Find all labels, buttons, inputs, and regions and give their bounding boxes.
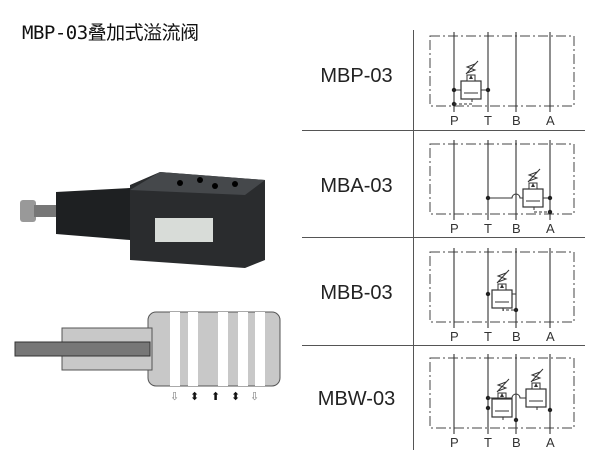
valve-photo — [20, 172, 265, 268]
subplate-outline — [429, 251, 575, 323]
port-label: A — [546, 329, 555, 344]
junction-dot — [485, 291, 491, 297]
junction-dot — [513, 307, 519, 313]
junction-dot — [547, 195, 553, 201]
table-divider — [302, 345, 585, 346]
port-label: T — [484, 329, 492, 344]
port-label: B — [512, 113, 521, 128]
junction-dot — [547, 407, 553, 413]
passage — [170, 312, 180, 386]
port-label: A — [546, 435, 555, 450]
relief-valve-symbol — [491, 378, 513, 422]
model-label-mbp: MBP-03 — [320, 65, 393, 87]
flow-arrows: ⇩ ⬍ ⬆ ⬍ ⇩ — [170, 391, 259, 403]
junction-dot — [485, 87, 491, 93]
junction-dot — [451, 87, 457, 93]
junction-dot — [485, 405, 491, 411]
port-label: T — [484, 113, 492, 128]
model-label-mbw: MBW-03 — [317, 388, 396, 410]
relief-valve-symbol — [522, 168, 544, 212]
table-divider — [302, 237, 585, 238]
svg-text:⇩: ⇩ — [250, 391, 259, 403]
port-label: P — [450, 329, 459, 344]
port-hole — [212, 183, 218, 189]
port-hole — [197, 177, 203, 183]
nameplate — [155, 218, 213, 242]
passage — [188, 312, 198, 386]
port-label: A — [546, 113, 555, 128]
table-divider-vertical — [413, 30, 414, 450]
port-hole — [177, 180, 183, 186]
subplate-outline — [429, 357, 575, 429]
svg-text:⬍: ⬍ — [231, 391, 240, 403]
port-label: B — [512, 221, 521, 236]
model-label-mba: MBA-03 — [320, 175, 393, 197]
svg-text:⬆: ⬆ — [211, 391, 220, 403]
adjust-knob — [20, 200, 36, 222]
port-label: P — [450, 221, 459, 236]
block-top — [130, 172, 265, 195]
passage — [218, 312, 228, 386]
relief-valve-symbol — [525, 368, 547, 412]
page-title: MBP-03叠加式溢流阀 — [22, 22, 199, 44]
port-label: B — [512, 435, 521, 450]
passage — [255, 312, 265, 386]
table-divider — [302, 130, 585, 131]
relief-valve-symbol — [491, 269, 513, 313]
port-label: B — [512, 329, 521, 344]
port-label: P — [450, 435, 459, 450]
relief-valve-symbol — [460, 60, 482, 104]
port-hole — [232, 181, 238, 187]
cartridge-body — [56, 188, 130, 240]
knob-stem — [34, 205, 56, 217]
model-label-mbb: MBB-03 — [320, 282, 393, 304]
svg-text:⇩: ⇩ — [170, 391, 179, 403]
port-label: P — [450, 113, 459, 128]
subplate-outline — [429, 35, 575, 107]
port-label: A — [546, 221, 555, 236]
port-label: T — [484, 435, 492, 450]
cross-section-drawing: ⇩ ⬍ ⬆ ⬍ ⇩ — [14, 311, 281, 403]
junction-dot — [513, 417, 519, 423]
svg-text:⬍: ⬍ — [190, 391, 199, 403]
port-label: T — [484, 221, 492, 236]
passage — [238, 312, 248, 386]
subplate-outline — [429, 143, 575, 215]
adjust-screw — [14, 341, 151, 357]
junction-dot — [485, 195, 491, 201]
